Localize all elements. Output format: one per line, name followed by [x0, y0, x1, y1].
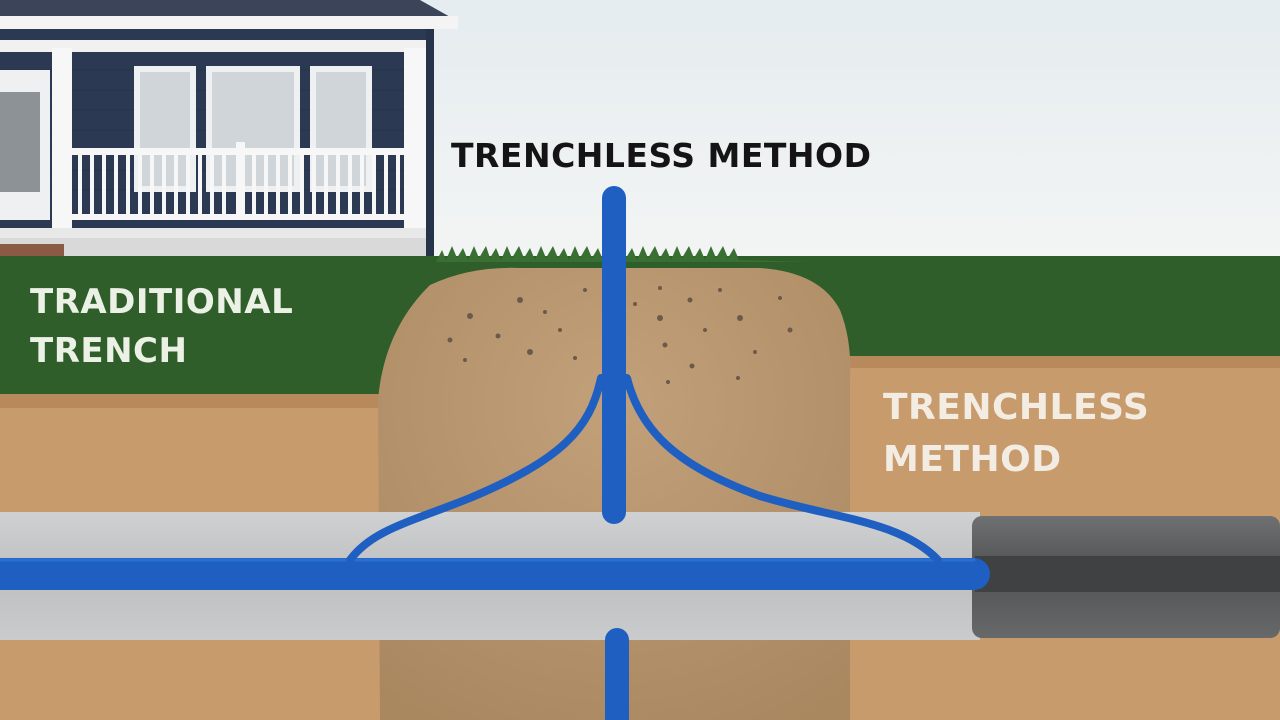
trenchless-method-label: TRENCHLESS METHOD [883, 382, 1149, 486]
soil-right-top-band [848, 356, 1280, 368]
house-corner [426, 29, 434, 260]
branch-right [623, 374, 942, 564]
house [0, 0, 458, 260]
diagram-title: TRENCHLESS METHOD [451, 132, 871, 180]
traditional-trench-label-line1: TRADITIONAL [30, 282, 294, 322]
house-door-glass [0, 92, 40, 192]
window-3-glass [316, 72, 366, 186]
grass-strip-right-lower [850, 258, 1280, 358]
new-pipe-highlight [975, 556, 1280, 592]
railing-balusters [78, 142, 400, 220]
water-lines [0, 186, 990, 720]
porch-beam [0, 40, 432, 52]
pit-pebbles [447, 286, 793, 384]
branch-left [346, 374, 605, 564]
soil-left-top-band [0, 394, 380, 408]
traditional-trench-label-line2: TRENCH [30, 331, 188, 372]
roof-fascia [0, 16, 458, 29]
porch-skirt [0, 238, 432, 260]
trenchless-method-label-line1: TRENCHLESS [883, 387, 1150, 428]
porch-column-left [52, 48, 72, 230]
porch-deck [0, 228, 432, 238]
diagram-title-text: TRENCHLESS METHOD [451, 136, 872, 175]
house-roof [0, 0, 452, 18]
porch-column-right [404, 48, 426, 230]
trenchless-method-label-line2: METHOD [883, 439, 1062, 481]
traditional-trench-label: TRADITIONAL TRENCH [30, 278, 293, 377]
